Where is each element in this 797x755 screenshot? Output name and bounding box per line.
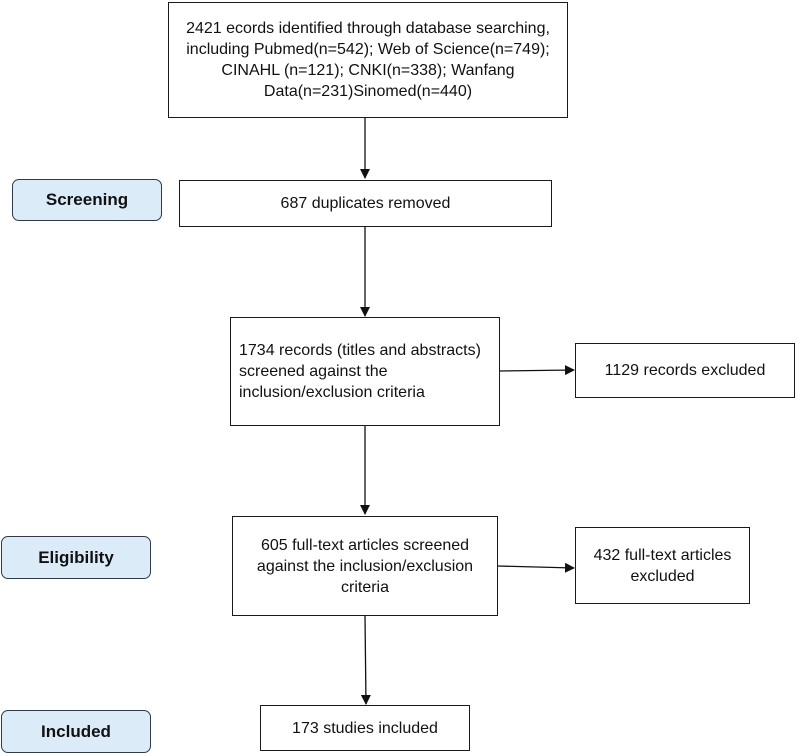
stage-screening: Screening xyxy=(12,179,162,221)
arrow-screened-to-excluded xyxy=(499,365,575,376)
fulltext-excluded-text: 432 full-text articles excluded xyxy=(593,546,732,585)
fulltext-screened-text: 605 full-text articles screened against … xyxy=(256,536,474,596)
arrow-fulltext-to-excluded xyxy=(497,562,575,573)
fulltext-excluded-box: 432 full-text articles excluded xyxy=(575,527,750,604)
records-identified-text: 2421 ecords identified through database … xyxy=(186,20,550,100)
records-screened-text: 1734 records (titles and abstracts) scre… xyxy=(239,342,481,401)
stage-included: Included xyxy=(1,710,151,753)
fulltext-screened-box: 605 full-text articles screened against … xyxy=(232,516,498,616)
stage-included-label: Included xyxy=(41,721,111,741)
stage-eligibility: Eligibility xyxy=(1,536,151,579)
records-screened-box: 1734 records (titles and abstracts) scre… xyxy=(230,317,500,426)
records-identified-box: 2421 ecords identified through database … xyxy=(168,2,568,118)
stage-screening-label: Screening xyxy=(45,190,129,209)
studies-included-text: 173 studies included xyxy=(292,719,438,737)
stage-eligibility-label: Eligibility xyxy=(38,547,114,567)
records-excluded-box: 1129 records excluded xyxy=(575,343,795,398)
records-excluded-text: 1129 records excluded xyxy=(604,362,766,379)
duplicates-removed-text: 687 duplicates removed xyxy=(280,195,451,212)
duplicates-removed-box: 687 duplicates removed xyxy=(179,180,552,227)
studies-included-box: 173 studies included xyxy=(260,705,470,751)
arrow-fulltext-to-included xyxy=(360,615,371,705)
